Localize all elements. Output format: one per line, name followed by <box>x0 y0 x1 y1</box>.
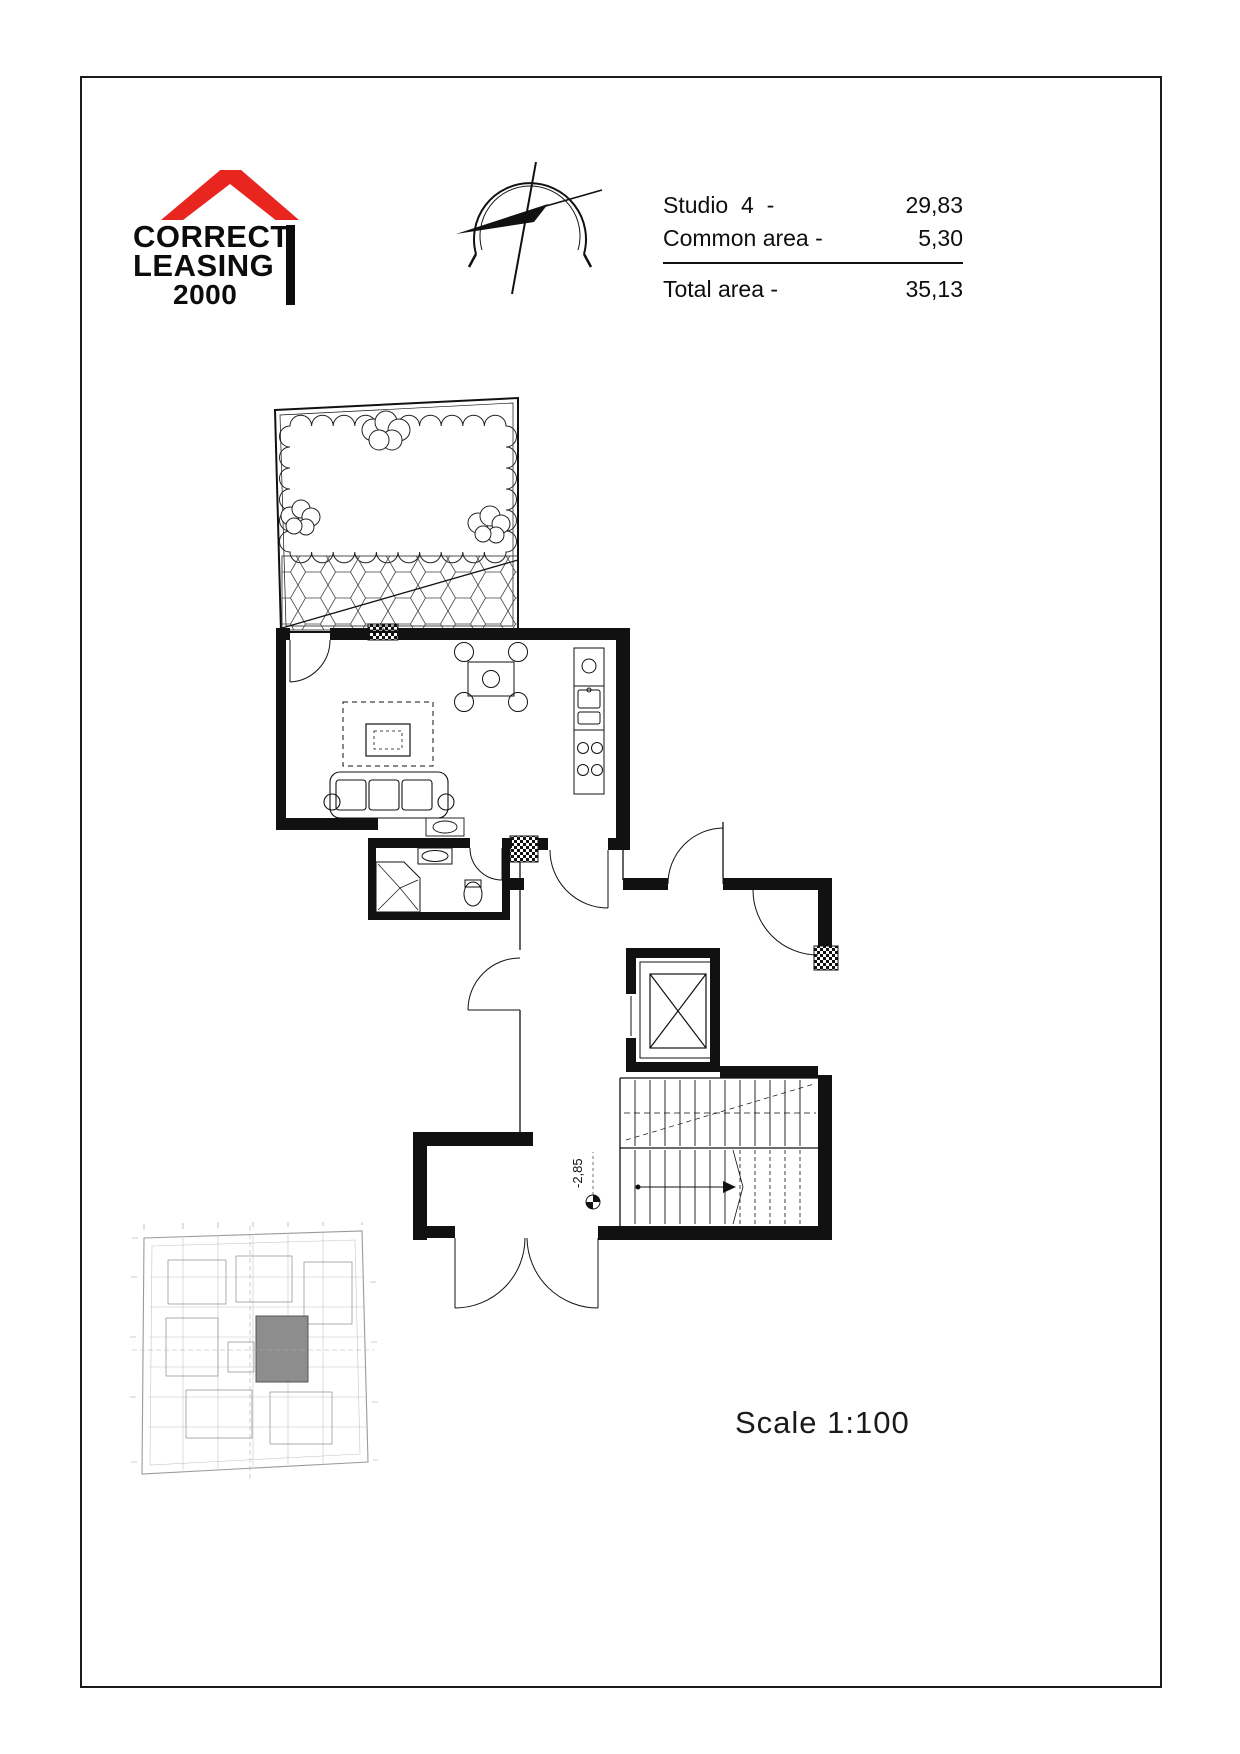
level-label: -2,85 <box>570 1158 585 1188</box>
chair-icon <box>454 642 474 662</box>
bush-icon <box>467 505 511 544</box>
rug <box>342 701 434 767</box>
dining-table <box>454 642 528 712</box>
staircase <box>624 1080 816 1225</box>
kitchen-sink-icon <box>581 658 597 674</box>
area-row-studio: Studio 4 - 29,83 <box>663 192 963 219</box>
red-roof-icon <box>161 170 299 220</box>
chair-icon <box>454 692 474 712</box>
studio-area-value: 29,83 <box>905 192 963 218</box>
company-logo: CORRECT LEASING 2000 <box>133 170 313 309</box>
site-plan-thumbnail <box>128 1222 378 1487</box>
bathroom <box>375 847 483 913</box>
sheet-border <box>80 76 1162 1688</box>
kitchen <box>573 647 605 795</box>
level-marker: -2,85 <box>570 1152 601 1210</box>
common-area-value: 5,30 <box>918 225 963 251</box>
logo-text: CORRECT LEASING 2000 <box>133 219 295 311</box>
bush-icon <box>361 410 411 451</box>
logo-line-2: LEASING <box>133 247 275 283</box>
area-table: Studio 4 - 29,83 Common area - 5,30 Tota… <box>663 190 963 309</box>
bush-icon <box>280 499 321 536</box>
vanity-sink <box>425 817 465 837</box>
shower-icon <box>375 861 421 913</box>
logo-vertical-bar <box>286 225 295 305</box>
coffee-table <box>365 723 411 757</box>
highlighted-unit <box>255 1315 309 1383</box>
north-arrow-icon <box>450 158 610 298</box>
floor-plan-drawing: -2,85 <box>268 390 888 1310</box>
common-area-label: Common area - <box>663 225 823 251</box>
logo-line-3: 2000 <box>173 279 238 311</box>
terrace <box>273 396 519 633</box>
window-symbol <box>367 623 839 971</box>
hex-paving <box>281 555 519 631</box>
toilet-icon <box>463 879 483 907</box>
area-row-common: Common area - 5,30 <box>663 225 963 252</box>
chair-icon <box>508 642 528 662</box>
stove-icon <box>577 742 603 776</box>
scale-label: Scale 1:100 <box>735 1405 910 1440</box>
chair-icon <box>508 692 528 712</box>
door-arcs <box>289 639 819 1309</box>
planter-cloud-border <box>279 414 517 564</box>
studio-area-label: Studio 4 - <box>663 192 775 218</box>
sofa <box>323 771 455 819</box>
living-area <box>323 701 465 837</box>
total-area-value: 35,13 <box>905 276 963 302</box>
total-area-label: Total area - <box>663 276 779 302</box>
area-row-total: Total area - 35,13 <box>663 276 963 303</box>
elevator-shaft <box>630 961 717 1059</box>
area-table-divider <box>663 262 963 264</box>
bathroom-sink-icon <box>417 847 453 865</box>
logo-line-1: CORRECT <box>133 219 290 254</box>
